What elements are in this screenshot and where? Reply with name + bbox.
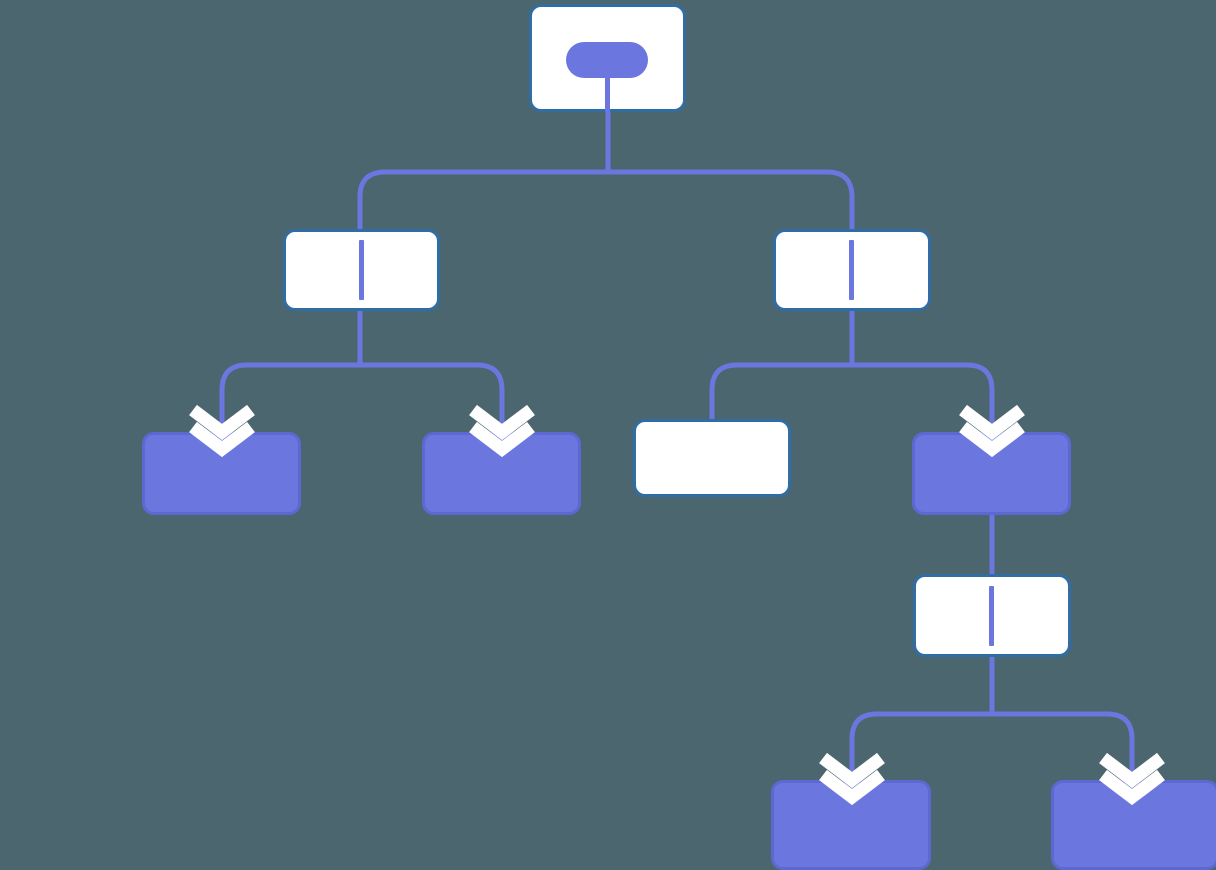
level4-leaf-b[interactable] — [1051, 780, 1216, 870]
edge-to-level2-leaf-b — [360, 362, 505, 432]
edge-bus-to-level1-right — [608, 169, 855, 229]
node-pass-through-connector — [605, 70, 610, 112]
level2-branch-node[interactable] — [912, 432, 1071, 515]
level4-leaf-a[interactable] — [771, 780, 931, 870]
node-pass-through-connector — [989, 586, 994, 646]
edge-to-level4-leaf-a — [849, 711, 992, 780]
level2-leaf-a[interactable] — [142, 432, 301, 515]
level2-plain-node[interactable] — [633, 419, 791, 497]
edge-to-level4-leaf-b — [992, 711, 1135, 780]
edge-to-level2-branch-node — [852, 362, 995, 432]
edge-bus-to-level1-left — [357, 169, 608, 229]
node-pass-through-connector — [359, 240, 364, 300]
edge-to-level2-plain-node — [709, 362, 852, 419]
node-pass-through-connector — [849, 240, 854, 300]
edge-to-level2-leaf-a — [219, 362, 360, 432]
level2-leaf-b[interactable] — [422, 432, 581, 515]
